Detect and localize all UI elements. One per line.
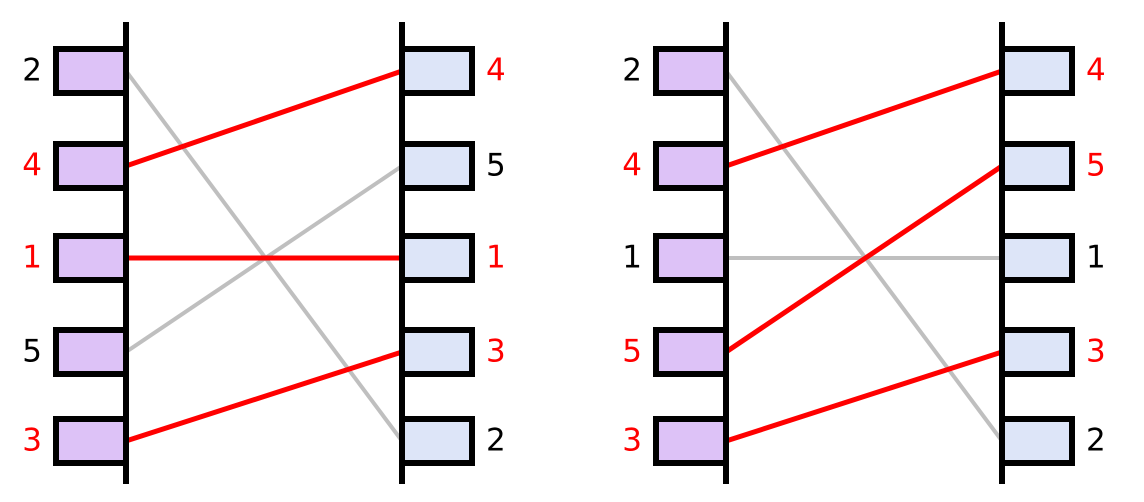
- left-node-box-5[interactable]: [653, 327, 729, 377]
- right-node-box-1[interactable]: [399, 233, 475, 283]
- matched-edge-5-to-5[interactable]: [724, 163, 1004, 355]
- left-node-box-3[interactable]: [53, 416, 129, 466]
- panel-left: 2 4 1 5 3 4 5 1 3 2: [0, 0, 544, 502]
- right-node-label-2: 2: [1086, 422, 1106, 459]
- left-node-label-1: 1: [622, 239, 642, 276]
- left-node-label-4: 4: [22, 147, 42, 184]
- left-node-label-2: 2: [622, 52, 642, 89]
- panel-left-graphics: [53, 22, 475, 484]
- right-node-label-3: 3: [1086, 333, 1106, 370]
- left-node-label-3: 3: [22, 422, 42, 459]
- right-node-label-3: 3: [486, 333, 506, 370]
- right-node-label-1: 1: [486, 239, 506, 276]
- matched-edge-4-to-4[interactable]: [125, 68, 403, 169]
- right-node-box-2[interactable]: [999, 416, 1075, 466]
- left-node-box-2[interactable]: [653, 46, 729, 96]
- right-node-label-4: 4: [1086, 52, 1106, 89]
- right-node-box-5[interactable]: [399, 141, 475, 191]
- right-node-box-4[interactable]: [999, 46, 1075, 96]
- left-node-box-5[interactable]: [53, 327, 129, 377]
- right-node-label-5: 5: [1086, 147, 1106, 184]
- left-node-label-5: 5: [622, 333, 642, 370]
- left-node-label-3: 3: [622, 422, 642, 459]
- matched-edge-3-to-3[interactable]: [125, 349, 403, 444]
- right-node-box-1[interactable]: [999, 233, 1075, 283]
- panel-right-graphics: [653, 22, 1075, 484]
- left-node-label-4: 4: [622, 147, 642, 184]
- left-node-box-2[interactable]: [53, 46, 129, 96]
- right-node-box-5[interactable]: [999, 141, 1075, 191]
- left-node-box-1[interactable]: [653, 233, 729, 283]
- left-node-box-3[interactable]: [653, 416, 729, 466]
- right-node-label-2: 2: [486, 422, 506, 459]
- matched-edge-4-to-4[interactable]: [725, 68, 1003, 169]
- right-node-box-2[interactable]: [399, 416, 475, 466]
- right-node-label-1: 1: [1086, 239, 1106, 276]
- right-node-label-4: 4: [486, 52, 506, 89]
- left-node-label-1: 1: [22, 239, 42, 276]
- left-node-box-4[interactable]: [53, 141, 129, 191]
- right-node-label-5: 5: [486, 147, 506, 184]
- right-node-box-4[interactable]: [399, 46, 475, 96]
- left-node-label-5: 5: [22, 333, 42, 370]
- matched-edge-3-to-3[interactable]: [725, 349, 1003, 444]
- left-node-box-4[interactable]: [653, 141, 729, 191]
- right-node-box-3[interactable]: [999, 327, 1075, 377]
- left-node-label-2: 2: [22, 52, 42, 89]
- panel-right: 2 4 1 5 3 4 5 1 3 2: [600, 0, 1144, 502]
- right-node-box-3[interactable]: [399, 327, 475, 377]
- left-node-box-1[interactable]: [53, 233, 129, 283]
